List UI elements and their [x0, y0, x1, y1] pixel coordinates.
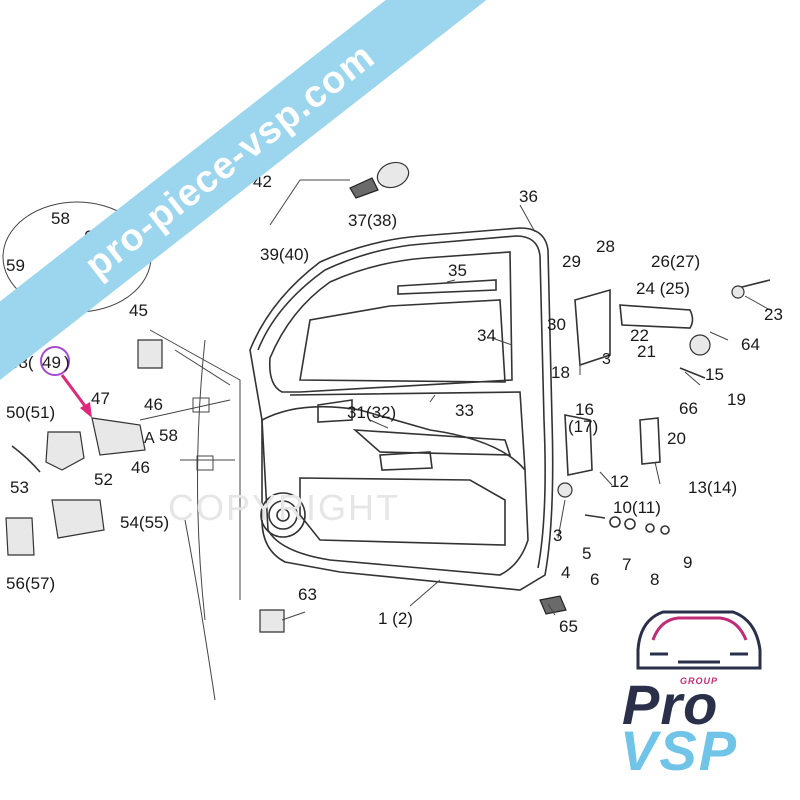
callout-label: 36 — [519, 187, 538, 206]
callout-label: 8 — [650, 570, 659, 589]
callout-label: 4 — [561, 563, 570, 582]
callout-label: A — [144, 430, 155, 447]
callout-label: 29 — [562, 252, 581, 271]
callout-label: 58 — [159, 426, 178, 445]
callout-label: 23 — [764, 305, 783, 324]
logo-group-text: GROUP — [680, 676, 719, 686]
logo-brand-bottom: VSP — [620, 719, 739, 782]
callout-label: 1 (2) — [378, 609, 413, 628]
callout-label: 30 — [547, 315, 566, 334]
callout-label: 63 — [298, 585, 317, 604]
callout-label: 34 — [477, 326, 496, 345]
callout-label: 39(40) — [260, 245, 309, 264]
callout-label: 28 — [596, 237, 615, 256]
highlight-markers — [40, 346, 92, 418]
car-logo-icon — [636, 610, 762, 670]
callout-label: 59 — [6, 256, 25, 275]
callout-label: 18 — [551, 363, 570, 382]
callout-label: 65 — [559, 617, 578, 636]
callout-label: 24 (25) — [636, 279, 690, 298]
callout-label: 9 — [683, 553, 692, 572]
callout-label: 46 — [144, 395, 163, 414]
callout-label: 13(14) — [688, 478, 737, 497]
callout-label: 64 — [741, 335, 760, 354]
speaker-grille — [260, 492, 306, 538]
callout-labels: 1 (2) 3 3 4 5 6 7 8 9 10(11) 12 13(14) 1… — [6, 172, 783, 636]
mirror-assembly — [269, 161, 410, 226]
callout-label: 37(38) — [348, 211, 397, 230]
callout-label: 19 — [727, 390, 746, 409]
logo-brand-top: Pro — [622, 673, 719, 736]
callout-label: 3 — [602, 351, 611, 368]
callout-label: 56(57) — [6, 574, 55, 593]
brand-logo: GROUP Pro VSP — [618, 590, 778, 782]
callout-label: 47 — [91, 389, 110, 408]
door-trim-panel — [260, 399, 529, 576]
callout-label: 31(32) — [347, 403, 396, 422]
callout-label: 5 — [582, 544, 591, 563]
callout-label: 21 — [637, 342, 656, 361]
leader-lines — [281, 204, 771, 621]
callout-label: 35 — [448, 261, 467, 280]
callout-label: ) — [64, 353, 70, 372]
callout-label: 50(51) — [6, 403, 55, 422]
callout-label: 3 — [553, 526, 562, 545]
callout-label: 10(11) — [613, 498, 661, 517]
hinge-parts — [5, 339, 285, 633]
lock-mechanism-parts — [539, 279, 771, 615]
door-frame — [249, 227, 554, 591]
callout-label: 58 — [51, 209, 70, 228]
callout-label: 46 — [131, 458, 150, 477]
callout-label: 6 — [590, 570, 599, 589]
callout-label: 49 — [42, 353, 61, 372]
vehicle-body-outline — [139, 329, 241, 701]
callout-label: 7 — [622, 555, 631, 574]
callout-label: 53 — [10, 478, 29, 497]
callout-label: 12 — [610, 472, 629, 491]
callout-label: 33 — [455, 401, 474, 420]
callout-label: 16 — [575, 400, 594, 419]
callout-label: 52 — [94, 470, 113, 489]
callout-label: 66 — [679, 399, 698, 418]
callout-label: 22 — [630, 326, 649, 345]
copyright-watermark: COPYRIGHT — [168, 487, 400, 528]
callout-label: 20 — [667, 429, 686, 448]
callout-label: (17) — [568, 417, 598, 436]
callout-label: 54(55) — [120, 513, 169, 532]
callout-label: 15 — [705, 365, 724, 384]
callout-label: 26(27) — [651, 252, 700, 271]
callout-label: 45 — [129, 301, 148, 320]
